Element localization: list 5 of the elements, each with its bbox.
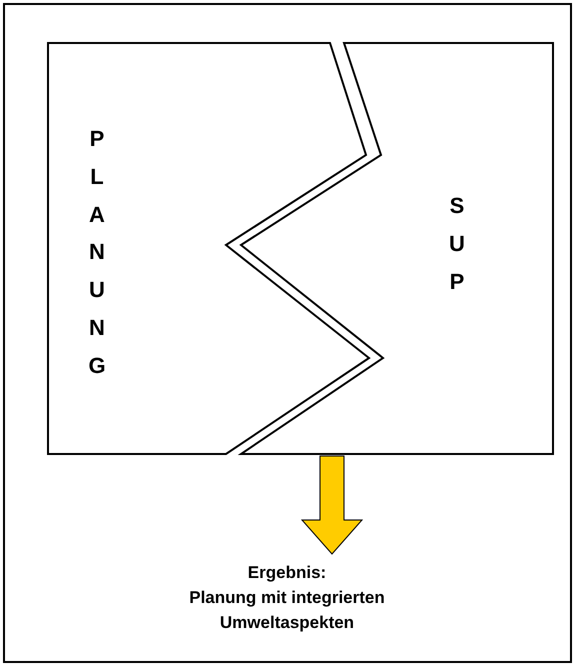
block-arrow xyxy=(300,456,364,555)
result-text: Planung mit integrierten Umweltaspekten xyxy=(188,587,386,634)
vertical-label: PLANUNG xyxy=(87,125,107,380)
result-heading: Ergebnis: xyxy=(248,562,326,584)
vertical-label: SUP xyxy=(448,192,466,296)
